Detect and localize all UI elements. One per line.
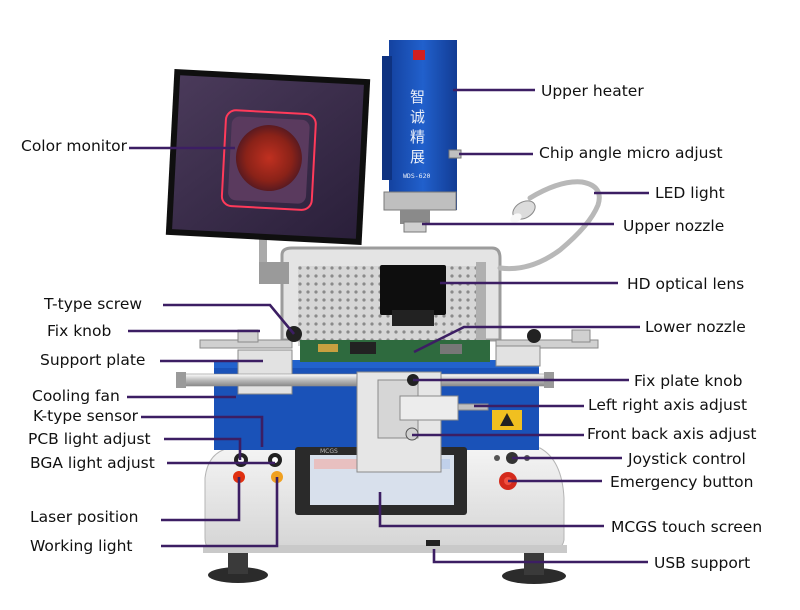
callout-label: Joystick control: [627, 450, 746, 468]
callout-label: Support plate: [40, 351, 145, 369]
color-monitor: [165, 68, 371, 246]
callout-label: PCB light adjust: [28, 430, 151, 448]
machine-illustration: MCGS: [165, 40, 602, 584]
usb-port: [426, 540, 440, 546]
callout-led-light: LED light: [594, 184, 725, 202]
callout-label: Color monitor: [21, 137, 128, 155]
callout-label: K-type sensor: [33, 407, 139, 425]
callout-upper-heater: Upper heater: [453, 82, 644, 100]
callout-color-monitor: Color monitor: [21, 137, 235, 155]
callout-fix-knob: Fix knob: [47, 322, 260, 340]
callout-lower-nozzle: Lower nozzle: [413, 318, 746, 354]
callout-label: Upper heater: [541, 82, 644, 100]
callout-pcb-light-adjust: PCB light adjust: [28, 430, 242, 460]
head-char-2: 诚: [410, 108, 425, 126]
callout-cooling-fan: Cooling fan: [32, 387, 236, 405]
support-plate-right: [495, 329, 599, 367]
callout-label: USB support: [654, 554, 750, 572]
callout-chip-angle-micro-adjust: Chip angle micro adjust: [459, 144, 723, 162]
hd-optical-lens: [380, 265, 446, 326]
callout-support-plate: Support plate: [40, 351, 263, 369]
head-char-3: 精: [410, 128, 425, 146]
callout-fix-plate-knob: Fix plate knob: [413, 372, 743, 390]
callout-label: Fix plate knob: [634, 372, 743, 390]
callout-label: HD optical lens: [627, 275, 744, 293]
callout-hd-optical-lens: HD optical lens: [440, 275, 744, 293]
callout-label: Upper nozzle: [623, 217, 724, 235]
head-model-label: WDS-620: [403, 172, 430, 180]
support-plate: [199, 326, 302, 395]
machine-feet: [208, 548, 566, 584]
callout-label: Laser position: [30, 508, 138, 526]
callout-left-right-axis-adjust: Left right axis adjust: [474, 396, 747, 414]
callout-label: T-type screw: [43, 295, 142, 313]
callout-label: LED light: [655, 184, 725, 202]
callout-front-back-axis-adjust: Front back axis adjust: [412, 425, 757, 443]
callout-usb-support: USB support: [432, 549, 750, 572]
callout-label: BGA light adjust: [30, 454, 155, 472]
screen-brand-label: MCGS: [320, 448, 338, 455]
callout-bga-light-adjust: BGA light adjust: [30, 454, 275, 472]
callout-label: Fix knob: [47, 322, 111, 340]
callout-label: Left right axis adjust: [588, 396, 747, 414]
pcb-board: [300, 340, 490, 362]
callout-working-light: Working light: [30, 477, 279, 555]
led-light-arm: [497, 179, 602, 272]
callout-label: Working light: [30, 537, 133, 555]
callout-label: Emergency button: [610, 473, 753, 491]
upper-heater-head: 智 诚 精 展 WDS-620: [382, 40, 462, 233]
callout-label: Lower nozzle: [645, 318, 746, 336]
monitor-arm: [259, 238, 289, 284]
callout-k-type-sensor: K-type sensor: [33, 407, 264, 447]
head-char-4: 展: [410, 148, 425, 166]
callout-mcgs-touch-screen: MCGS touch screen: [378, 492, 762, 536]
head-char-1: 智: [410, 88, 425, 106]
callout-label: MCGS touch screen: [611, 518, 762, 536]
callout-joystick-control: Joystick control: [512, 450, 746, 468]
callout-upper-nozzle: Upper nozzle: [422, 217, 724, 235]
callout-label: Chip angle micro adjust: [539, 144, 723, 162]
callout-laser-position: Laser position: [30, 477, 241, 526]
callout-label: Front back axis adjust: [587, 425, 757, 443]
callout-emergency-button: Emergency button: [508, 473, 753, 491]
callout-t-type-screw: T-type screw: [43, 295, 296, 335]
callout-label: Cooling fan: [32, 387, 120, 405]
